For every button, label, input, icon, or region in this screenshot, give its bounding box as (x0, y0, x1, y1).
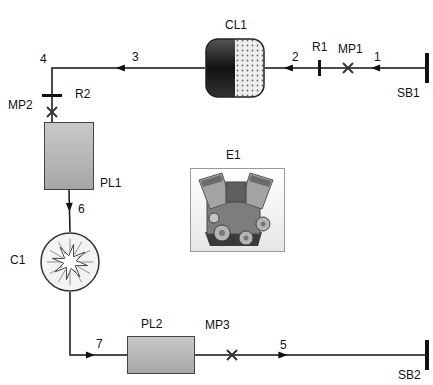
catalyst-shape (40, 232, 100, 292)
flow-arrowhead (278, 352, 287, 359)
part-label: SB2 (398, 368, 421, 382)
system-boundary: SB1 (425, 53, 429, 83)
catalyst-ray (47, 262, 62, 263)
catalyst-ray (58, 270, 65, 283)
measuring-point-symbol (47, 107, 57, 117)
restriction: R1 (318, 60, 321, 76)
part-label: PL2 (141, 317, 162, 331)
cleaner-housing (206, 39, 235, 97)
cleaner-outline (206, 39, 264, 97)
pipe-number: 7 (95, 337, 104, 351)
flow-arrowhead (371, 65, 380, 72)
part-label: R1 (312, 40, 327, 54)
engine-box-ground (191, 169, 285, 252)
measuring-point-label: MP2 (8, 98, 33, 112)
intake-manifold (226, 182, 246, 202)
pulley (214, 225, 230, 241)
pipe (66, 190, 73, 232)
catalyst-ray (78, 266, 91, 273)
measuring-point-stroke (343, 63, 353, 73)
pulley-hub (244, 236, 249, 241)
catalyst-ray (70, 239, 71, 254)
catalyst-ray (79, 262, 94, 263)
part-label: C1 (10, 253, 25, 267)
engine-illustration (199, 173, 273, 246)
part-label: PL1 (100, 176, 121, 190)
pipe (52, 97, 53, 122)
part-label: R2 (75, 87, 90, 101)
part-label: CL1 (225, 18, 247, 32)
pipe-number: 5 (279, 338, 288, 352)
pipe-line (70, 292, 127, 355)
pulley-hub (219, 230, 225, 236)
catalyst-ray (50, 250, 63, 257)
catalyst-ray (58, 242, 65, 255)
catalyst-ray (70, 271, 71, 286)
pulley (239, 231, 253, 245)
part-label: E1 (226, 148, 241, 162)
measuring-point-stroke (47, 107, 57, 117)
flow-arrowhead (116, 65, 125, 72)
pipe-number: 6 (77, 202, 86, 216)
flow-arrowhead (284, 65, 293, 72)
engine-box: E1 (190, 168, 285, 252)
pipe-number: 2 (291, 50, 300, 64)
valve-cover (201, 175, 223, 187)
flow-arrowhead (66, 203, 73, 212)
catalyst-ray (74, 242, 81, 255)
catalyst-outline (41, 233, 99, 291)
pipe (321, 65, 425, 72)
measuring-point-stroke (227, 350, 237, 360)
measuring-point-label: MP1 (338, 42, 363, 56)
measuring-point-symbol (227, 350, 237, 360)
pipe (52, 65, 205, 95)
filter-element (206, 39, 264, 97)
pipe-line (52, 68, 205, 94)
pipe-line (195, 354, 425, 356)
flow-arrowhead (86, 352, 95, 359)
restriction: R2 (42, 94, 62, 97)
pulley (256, 217, 270, 231)
pipe-number: 1 (373, 50, 382, 64)
catalyst-ray (50, 266, 63, 273)
system-boundary: SB2 (425, 340, 429, 370)
measuring-point-stroke (227, 350, 237, 360)
pipe-number: 3 (131, 50, 140, 64)
measuring-point-stroke (47, 107, 57, 117)
catalyst-ray (78, 250, 91, 257)
part-label: SB1 (397, 86, 420, 100)
air-cleaner: CL1 (205, 38, 265, 98)
pipe-line (51, 97, 53, 122)
valve-cover (249, 175, 271, 187)
air-cleaner-shape (205, 38, 265, 98)
measuring-point-symbol (343, 63, 353, 73)
plenum: PL2 (127, 336, 195, 374)
pipe (265, 65, 318, 72)
measuring-point-stroke (343, 63, 353, 73)
pulley (209, 213, 219, 223)
measuring-point-label: MP3 (205, 318, 230, 332)
catalyst: C1 (40, 232, 100, 292)
pipe-number: 4 (39, 52, 48, 66)
catalyst-ray (74, 270, 81, 283)
pipe (70, 292, 127, 359)
pulley-hub (261, 222, 266, 227)
plenum: PL1 (44, 122, 94, 190)
